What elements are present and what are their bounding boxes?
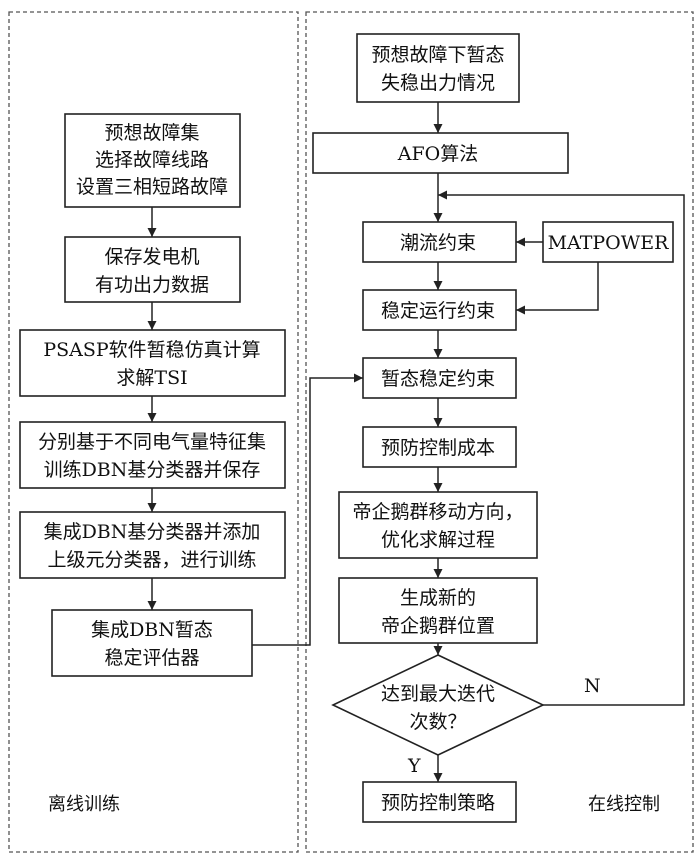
- online-panel: [305, 11, 694, 853]
- online-node-afo-algorithm: AFO算法: [312, 132, 569, 174]
- online-node-power-flow-constraint: 潮流约束: [362, 221, 517, 263]
- online-node-preventive-control-cost-text: 预防控制成本: [381, 437, 495, 459]
- offline-node-psasp-simulation-line2: 求解TSI: [116, 367, 187, 389]
- online-node-fault-output: 预想故障下暂态 失稳出力情况: [356, 33, 520, 103]
- offline-node-fault-set-line1: 预想故障集: [104, 122, 199, 144]
- offline-node-psasp-simulation: PSASP软件暂稳仿真计算 求解TSI: [19, 329, 286, 397]
- online-node-fault-output-line2: 失稳出力情况: [381, 72, 495, 94]
- online-node-stable-operation-constraint-text: 稳定运行约束: [381, 300, 495, 322]
- offline-node-dbn-evaluator: 集成DBN暂态 稳定评估器: [51, 609, 253, 677]
- online-node-preventive-control-cost: 预防控制成本: [362, 426, 517, 468]
- offline-node-train-dbn-base: 分别基于不同电气量特征集 训练DBN基分类器并保存: [19, 421, 286, 489]
- online-node-new-penguin-position: 生成新的 帝企鹅群位置: [338, 577, 538, 644]
- online-node-penguin-movement: 帝企鹅群移动方向， 优化求解过程: [338, 491, 538, 559]
- online-node-transient-stability-constraint-text: 暂态稳定约束: [381, 368, 495, 390]
- online-node-matpower-text: MATPOWER: [548, 232, 670, 254]
- offline-node-psasp-simulation-line1: PSASP软件暂稳仿真计算: [43, 339, 260, 361]
- online-node-matpower: MATPOWER: [542, 221, 674, 263]
- online-arrows: [433, 102, 685, 782]
- offline-node-save-generator-line1: 保存发电机: [104, 246, 199, 268]
- offline-node-dbn-evaluator-line1: 集成DBN暂态: [91, 619, 213, 641]
- offline-node-ensemble-training-line2: 上级元分类器，进行训练: [47, 549, 256, 571]
- online-node-afo-algorithm-text: AFO算法: [397, 143, 478, 165]
- online-node-max-iteration-decision-line2: 次数？: [409, 711, 466, 733]
- online-node-power-flow-constraint-text: 潮流约束: [400, 232, 476, 254]
- offline-node-fault-set: 预想故障集 选择故障线路 设置三相短路故障: [64, 113, 241, 208]
- online-node-transient-stability-constraint: 暂态稳定约束: [362, 357, 517, 399]
- online-node-penguin-movement-line2: 优化求解过程: [381, 529, 495, 551]
- offline-node-save-generator: 保存发电机 有功出力数据: [64, 236, 241, 303]
- online-node-preventive-control-strategy-text: 预防控制策略: [381, 792, 495, 814]
- offline-panel: [8, 11, 299, 853]
- online-node-fault-output-line1: 预想故障下暂态: [371, 44, 504, 66]
- offline-node-train-dbn-base-line2: 训练DBN基分类器并保存: [44, 459, 261, 481]
- offline-node-fault-set-line3: 设置三相短路故障: [76, 176, 228, 198]
- online-node-new-penguin-position-line2: 帝企鹅群位置: [381, 615, 495, 637]
- online-node-preventive-control-strategy: 预防控制策略: [362, 781, 517, 823]
- offline-panel-label: 离线训练: [48, 794, 120, 815]
- online-node-stable-operation-constraint: 稳定运行约束: [362, 289, 517, 331]
- offline-node-train-dbn-base-line1: 分别基于不同电气量特征集: [38, 431, 266, 453]
- edge-label-no: N: [584, 675, 601, 697]
- online-node-penguin-movement-line1: 帝企鹅群移动方向，: [352, 501, 523, 523]
- offline-node-ensemble-training: 集成DBN基分类器并添加 上级元分类器，进行训练: [19, 511, 286, 579]
- online-node-max-iteration-decision: 达到最大迭代 次数？: [331, 654, 545, 756]
- offline-node-ensemble-training-line1: 集成DBN基分类器并添加: [44, 521, 261, 543]
- online-node-new-penguin-position-line1: 生成新的: [400, 587, 476, 609]
- offline-node-dbn-evaluator-line2: 稳定评估器: [104, 647, 199, 669]
- offline-node-fault-set-line2: 选择故障线路: [95, 149, 209, 171]
- edge-label-yes: Y: [407, 755, 421, 777]
- online-panel-label: 在线控制: [588, 794, 660, 815]
- evaluator-to-transient-constraint-arrow: [252, 373, 363, 646]
- offline-node-save-generator-line2: 有功出力数据: [95, 274, 209, 296]
- online-node-max-iteration-decision-line1: 达到最大迭代: [381, 683, 495, 705]
